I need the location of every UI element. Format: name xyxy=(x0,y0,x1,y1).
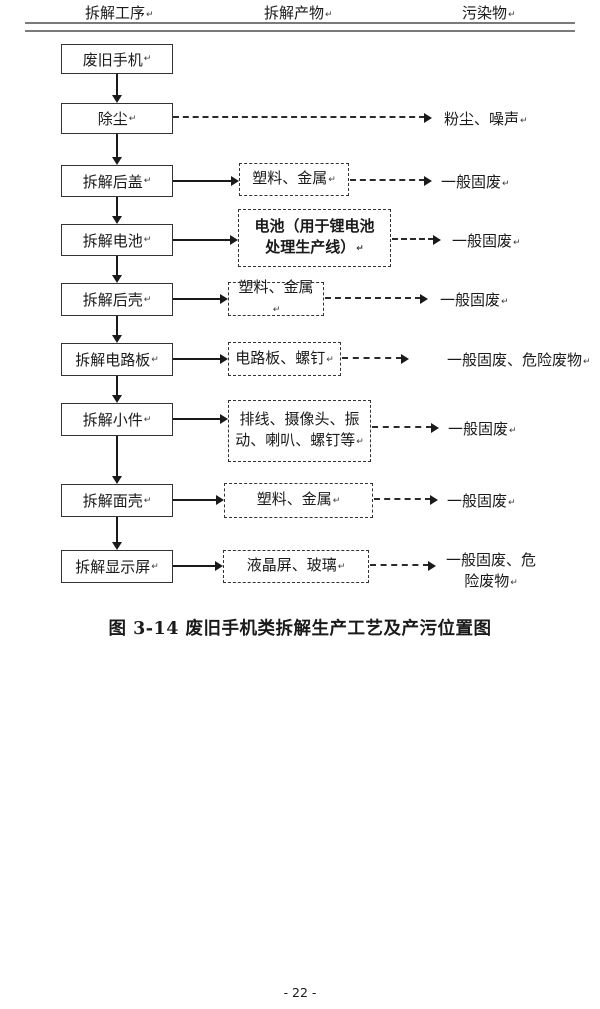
paragraph-mark: ↵ xyxy=(509,426,517,436)
paragraph-mark: ↵ xyxy=(272,305,281,315)
paragraph-mark: ↵ xyxy=(508,498,516,508)
flow-arrow-down-icon xyxy=(112,316,122,343)
dashed-arrow-right-icon xyxy=(370,561,436,571)
product-box-circuit-board-screws: 电路板、螺钉↵ xyxy=(228,342,341,376)
arrow-right-icon xyxy=(173,495,224,505)
header-rule-top xyxy=(25,22,575,24)
flow-arrow-down-icon xyxy=(112,436,122,484)
process-box-remove-front-shell: 拆解面壳↵ xyxy=(61,484,173,517)
product-box-plastic-metal: 塑料、金属↵ xyxy=(224,483,373,518)
pollutant-label: 粉尘、噪声↵ xyxy=(444,110,528,128)
paragraph-mark: ↵ xyxy=(143,235,152,245)
flow-arrow-down-icon xyxy=(112,256,122,283)
paragraph-mark: ↵ xyxy=(337,562,346,572)
dashed-arrow-right-icon xyxy=(325,294,428,304)
dashed-arrow-right-icon xyxy=(342,354,409,364)
dashed-arrow-right-icon xyxy=(374,495,438,505)
pollutant-label: 一般固废、危险废物↵ xyxy=(447,351,591,369)
flow-arrow-down-icon xyxy=(112,74,122,103)
pollutant-label: 一般固废↵ xyxy=(440,291,509,309)
paragraph-mark: ↵ xyxy=(501,297,509,307)
dashed-arrow-right-icon xyxy=(350,176,432,186)
process-box-remove-circuit-board: 拆解电路板↵ xyxy=(61,343,173,376)
pollutant-label: 一般固废↵ xyxy=(452,232,521,250)
header-rule-bottom xyxy=(25,30,575,32)
pollutant-label: 一般固废↵ xyxy=(448,420,517,438)
arrow-right-icon xyxy=(173,561,223,571)
page-number: - 22 - xyxy=(283,985,317,1000)
product-box-battery: 电池（用于锂电池 处理生产线）↵ xyxy=(238,209,391,267)
flow-arrow-down-icon xyxy=(112,134,122,165)
paragraph-mark: ↵ xyxy=(328,175,336,185)
flow-arrow-down-icon xyxy=(112,197,122,224)
dashed-arrow-right-icon xyxy=(392,235,441,245)
flow-arrow-down-icon xyxy=(112,376,122,403)
product-box-plastic-metal: 塑料、金属↵ xyxy=(239,163,349,196)
process-box-waste-phone: 废旧手机↵ xyxy=(61,44,173,74)
process-box-remove-rear-shell: 拆解后壳↵ xyxy=(61,283,173,316)
column-header-process: 拆解工序↵ xyxy=(85,4,154,22)
paragraph-mark: ↵ xyxy=(143,495,152,506)
arrow-right-icon xyxy=(173,176,239,186)
product-box-plastic-metal: 塑料、金属↵ xyxy=(228,278,324,316)
paragraph-mark: ↵ xyxy=(356,437,364,447)
process-box-remove-display: 拆解显示屏↵ xyxy=(61,550,173,583)
process-box-dust-removal: 除尘↵ xyxy=(61,103,173,134)
paragraph-mark: ↵ xyxy=(151,354,159,365)
flow-arrow-down-icon xyxy=(112,517,122,550)
arrow-right-icon xyxy=(173,354,228,364)
arrow-right-icon xyxy=(173,294,228,304)
paragraph-mark: ↵ xyxy=(143,414,152,425)
paragraph-mark: ↵ xyxy=(143,54,152,64)
figure-caption: 图 3-14 废旧手机类拆解生产工艺及产污位置图 xyxy=(108,619,492,639)
paragraph-mark: ↵ xyxy=(508,10,516,20)
process-box-remove-battery: 拆解电池↵ xyxy=(61,224,173,256)
process-box-remove-small-parts: 拆解小件↵ xyxy=(61,403,173,436)
product-box-lcd-glass: 液晶屏、玻璃↵ xyxy=(223,550,369,583)
pollutant-label: 一般固废↵ xyxy=(441,173,510,191)
paragraph-mark: ↵ xyxy=(356,244,364,254)
paragraph-mark: ↵ xyxy=(502,179,510,189)
paragraph-mark: ↵ xyxy=(326,354,334,365)
dashed-arrow-right-icon xyxy=(372,423,439,433)
paragraph-mark: ↵ xyxy=(520,116,528,126)
column-header-pollutants: 污染物↵ xyxy=(462,4,516,22)
paragraph-mark: ↵ xyxy=(325,10,333,20)
arrow-right-icon xyxy=(173,414,228,424)
paragraph-mark: ↵ xyxy=(151,561,159,572)
column-header-products: 拆解产物↵ xyxy=(264,4,333,22)
paragraph-mark: ↵ xyxy=(143,294,152,305)
paragraph-mark: ↵ xyxy=(332,496,341,506)
pollutant-label: 一般固废↵ xyxy=(447,492,516,510)
paragraph-mark: ↵ xyxy=(583,357,591,367)
product-box-small-parts: 排线、摄像头、振动、喇叭、螺钉等↵ xyxy=(228,400,371,462)
process-box-remove-back-cover: 拆解后盖↵ xyxy=(61,165,173,197)
paragraph-mark: ↵ xyxy=(143,176,152,186)
paragraph-mark: ↵ xyxy=(146,10,154,20)
paragraph-mark: ↵ xyxy=(128,113,137,124)
arrow-right-icon xyxy=(173,235,238,245)
paragraph-mark: ↵ xyxy=(510,578,518,588)
dashed-arrow-right-icon xyxy=(173,113,432,123)
paragraph-mark: ↵ xyxy=(513,238,521,248)
pollutant-label: 一般固废、危险废物↵ xyxy=(445,551,536,590)
